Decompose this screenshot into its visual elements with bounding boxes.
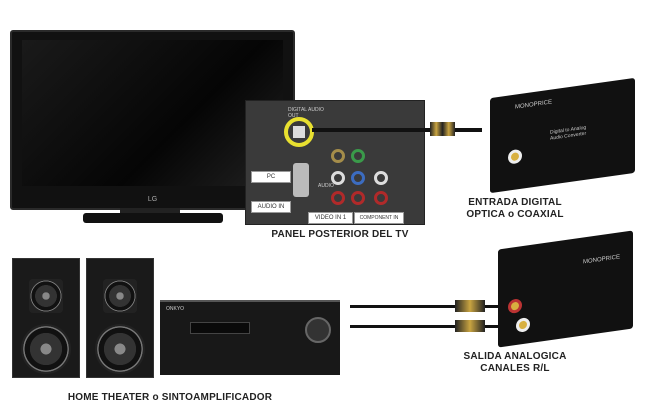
- video-in-label: VIDEO IN 1: [308, 212, 353, 224]
- vga-port: [293, 163, 309, 197]
- rca-cable-l: [350, 305, 500, 308]
- output-label-line1: SALIDA ANALOGICA: [463, 351, 567, 362]
- tweeter: [29, 279, 63, 313]
- coax-jack: [508, 148, 522, 165]
- analog-output-converter: MONOPRICE: [498, 230, 633, 348]
- component-y-jack: [351, 149, 365, 163]
- tv-base: [83, 213, 223, 223]
- panel-caption: PANEL POSTERIOR DEL TV: [271, 229, 409, 240]
- rca-out-r: [508, 298, 522, 315]
- component-audio-r-jack: [374, 191, 388, 205]
- av-receiver: ONKYO: [160, 300, 340, 375]
- audio-r-jack: [331, 191, 345, 205]
- component-in-label: COMPONENT IN: [354, 212, 404, 224]
- audio-l-jack: [331, 171, 345, 185]
- tv-rear-panel: DIGITAL AUDIO OUT PC AUDIO IN AUDIO VIDE…: [245, 100, 425, 225]
- output-label: SALIDA ANALOGICA CANALES R/L: [440, 351, 590, 375]
- woofer: [21, 324, 71, 374]
- digital-audio-out-label: DIGITAL AUDIO OUT: [288, 107, 324, 119]
- tv-stand: [120, 208, 180, 214]
- component-pr-jack: [351, 191, 365, 205]
- component-pb-jack: [351, 171, 365, 185]
- speaker-right: [86, 258, 154, 378]
- tweeter: [103, 279, 137, 313]
- audio-label: AUDIO: [318, 183, 334, 189]
- converter-model: Digital to Analog Audio Converter: [550, 124, 587, 142]
- woofer: [95, 324, 145, 374]
- receiver-logo: ONKYO: [166, 306, 185, 312]
- rca-cable-r: [350, 325, 500, 328]
- input-label: ENTRADA DIGITAL OPTICA o COAXIAL: [450, 197, 580, 221]
- component-audio-l-jack: [374, 171, 388, 185]
- input-label-line1: ENTRADA DIGITAL: [468, 197, 562, 208]
- receiver-caption: HOME THEATER o SINTOAMPLIFICADOR: [67, 392, 273, 403]
- volume-knob: [305, 317, 331, 343]
- highlight-circle: [284, 117, 314, 147]
- rca-out-l: [516, 316, 530, 333]
- converter-logo: MONOPRICE: [515, 99, 553, 111]
- audio-in-label: AUDIO IN: [251, 201, 291, 213]
- converter-logo: MONOPRICE: [583, 254, 621, 266]
- optical-cable: [312, 128, 482, 132]
- optical-plug: [430, 122, 455, 136]
- video-jack: [331, 149, 345, 163]
- tv-logo: LG: [147, 196, 158, 203]
- digital-converter: MONOPRICE Digital to Analog Audio Conver…: [490, 77, 635, 194]
- rca-plug-r: [455, 320, 485, 332]
- pc-label: PC: [251, 171, 291, 183]
- output-label-line2: CANALES R/L: [480, 363, 550, 374]
- receiver-display: [190, 322, 250, 334]
- speaker-left: [12, 258, 80, 378]
- rca-plug-l: [455, 300, 485, 312]
- input-label-line2: OPTICA o COAXIAL: [466, 209, 564, 220]
- tv-screen: [22, 40, 283, 186]
- optical-port: [293, 126, 305, 138]
